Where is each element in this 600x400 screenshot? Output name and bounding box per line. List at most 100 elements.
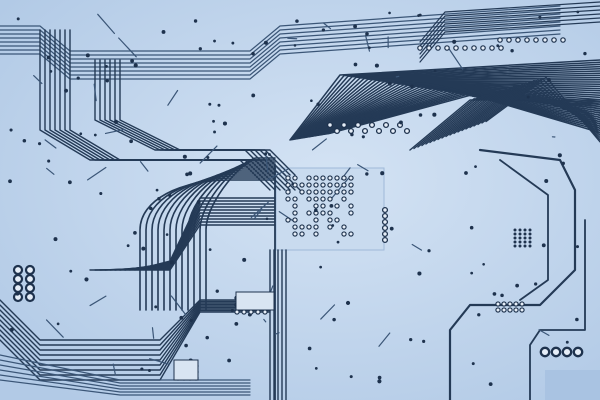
test-point [8, 179, 12, 184]
test-point [129, 139, 133, 144]
test-point [222, 121, 228, 126]
stub-trace [250, 201, 269, 219]
bus-trace [319, 89, 600, 136]
test-point [336, 240, 340, 244]
bus-trace [301, 80, 600, 139]
test-point [321, 28, 326, 32]
via [313, 196, 319, 202]
via [306, 210, 312, 216]
test-point [99, 191, 103, 196]
test-point [471, 362, 475, 366]
test-point [377, 375, 382, 380]
test-point [361, 135, 365, 139]
swoop-trace [205, 157, 276, 311]
test-point [500, 293, 504, 298]
stub-trace [46, 167, 55, 175]
test-point [185, 172, 189, 177]
stub-trace [170, 295, 187, 316]
top-bus-trace [0, 17, 561, 64]
test-point [15, 291, 20, 296]
top-bus-trace [0, 9, 561, 56]
test-point [168, 194, 172, 198]
via [334, 182, 340, 188]
via [403, 127, 411, 135]
via [348, 189, 354, 195]
via [381, 218, 389, 226]
test-point [515, 283, 519, 288]
via [542, 37, 548, 43]
test-point [9, 327, 14, 332]
test-point [389, 226, 394, 231]
swoop-trace [139, 179, 276, 311]
test-point [496, 44, 500, 48]
chip-footprint-right [545, 370, 600, 400]
bottom-left-trace [0, 299, 271, 341]
stub-trace [320, 304, 336, 320]
test-point [557, 153, 562, 158]
test-point [295, 19, 299, 23]
test-point [523, 236, 527, 240]
test-point [161, 30, 166, 34]
test-point [518, 240, 522, 244]
stub-trace [44, 139, 57, 149]
via [313, 217, 319, 223]
test-point [265, 217, 269, 221]
test-point [417, 14, 421, 17]
test-point [418, 113, 423, 117]
test-point [234, 322, 239, 326]
bus-trace [290, 61, 600, 141]
via [292, 217, 298, 223]
test-point [349, 375, 353, 379]
test-point [513, 244, 517, 248]
test-point [492, 292, 497, 296]
top-bus-trace [0, 5, 561, 52]
bus-trace [309, 84, 600, 138]
test-point [105, 79, 109, 83]
bus-trace [316, 88, 600, 137]
stub-trace [395, 75, 400, 78]
test-point [69, 269, 73, 273]
test-point [469, 225, 474, 230]
via [262, 309, 268, 315]
test-point [518, 232, 522, 236]
test-point [208, 248, 212, 251]
bottom-left-trace [0, 303, 271, 356]
via [327, 196, 333, 202]
test-point [518, 236, 522, 240]
pad [173, 359, 199, 381]
via [550, 346, 562, 358]
stub-trace [254, 208, 263, 219]
bottom-trace [0, 379, 251, 396]
top-bus-trace [0, 25, 561, 72]
test-point [263, 40, 268, 45]
test-point [432, 112, 437, 117]
test-point [47, 159, 51, 163]
via [334, 175, 340, 181]
bus-trace [300, 79, 600, 139]
test-point [547, 78, 551, 83]
test-point [353, 62, 358, 67]
stub-trace [167, 89, 179, 106]
via [292, 203, 298, 209]
test-point [133, 231, 137, 235]
via [306, 196, 312, 202]
via [285, 196, 291, 202]
via [24, 291, 36, 303]
test-point [353, 24, 358, 29]
via [341, 224, 347, 230]
via [320, 196, 326, 202]
stub-trace [87, 166, 107, 181]
test-point [215, 289, 219, 293]
test-point [523, 244, 527, 248]
stub-trace [538, 329, 550, 336]
via [497, 37, 503, 43]
via-holes [8, 10, 587, 387]
stub-trace [411, 243, 423, 251]
via [320, 203, 326, 209]
top-right-trace [419, 5, 600, 47]
via [327, 210, 333, 216]
via [513, 301, 519, 307]
test-point [213, 130, 216, 134]
via [313, 189, 319, 195]
via [444, 45, 450, 51]
